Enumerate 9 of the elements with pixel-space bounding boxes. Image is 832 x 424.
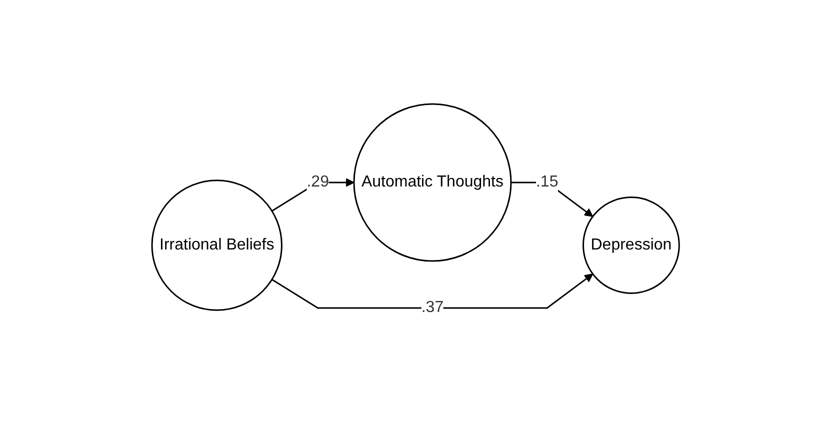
node-circle: Automatic Thoughts: [354, 103, 512, 262]
arrow: [272, 178, 355, 212]
node-circle: Depression: [582, 196, 680, 294]
edge-label: .29: [307, 174, 330, 190]
arrow: [272, 274, 594, 309]
node-circle: Irrational Beliefs: [152, 180, 283, 311]
edge-label: .15: [536, 174, 559, 190]
edge-label: .37: [422, 299, 444, 316]
arrow: [511, 182, 594, 217]
